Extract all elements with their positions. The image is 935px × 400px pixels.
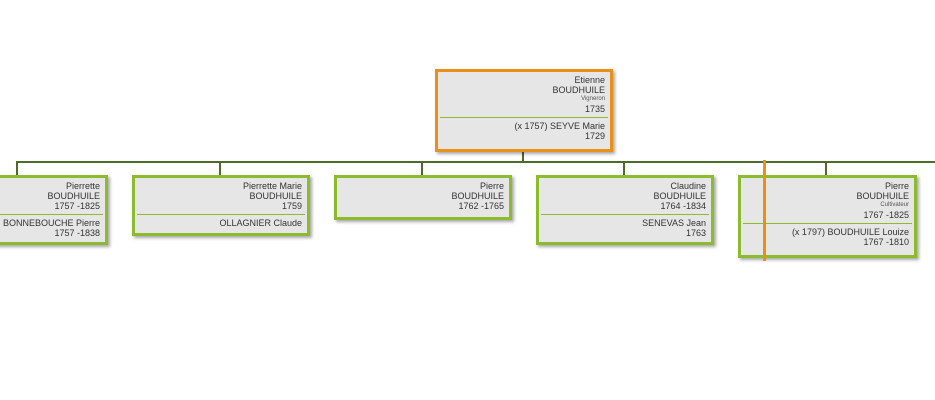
spouse-name: BONNEBOUCHE Pierre <box>2 218 100 228</box>
life-dates: 1757 -1825 <box>54 201 100 211</box>
first-name: Pierrette Marie <box>242 181 302 191</box>
life-dates: 1759 <box>281 201 302 211</box>
first-name: Pierre <box>884 181 909 191</box>
spouse-dates: 1767 -1810 <box>863 237 909 247</box>
spouse-dates: 1763 <box>685 228 706 238</box>
spouse-dates: 1757 -1838 <box>54 228 100 238</box>
person-card-child[interactable]: Pierrette Marie BOUDHUILE 1759 OLLAGNIER… <box>132 175 310 236</box>
last-name: BOUDHUILE <box>552 85 605 95</box>
last-name: BOUDHUILE <box>249 191 302 201</box>
life-dates: 1762 -1765 <box>458 201 504 211</box>
person-card-child[interactable]: Pierre BOUDHUILE 1762 -1765 <box>334 175 512 220</box>
occupation: Vigneron <box>581 96 605 102</box>
last-name: BOUDHUILE <box>451 191 504 201</box>
spouse-name: OLLAGNIER Claude <box>219 218 302 228</box>
life-dates: 1735 <box>584 104 605 114</box>
spouse-dates: 1729 <box>584 131 605 141</box>
card-divider <box>440 117 608 118</box>
last-name: BOUDHUILE <box>653 191 706 201</box>
first-name: Claudine <box>670 181 706 191</box>
person-card-child[interactable]: Pierrette BOUDHUILE 1757 -1825 BONNEBOUC… <box>0 175 108 245</box>
spouse-name: (x 1797) BOUDHUILE Louize <box>791 227 909 237</box>
life-dates: 1767 -1825 <box>863 210 909 220</box>
siblings-connector-bar <box>16 161 935 163</box>
first-name: Pierrette <box>65 181 100 191</box>
person-card-root[interactable]: Etienne BOUDHUILE Vigneron 1735 (x 1757)… <box>435 69 613 152</box>
last-name: BOUDHUILE <box>856 191 909 201</box>
child-connector-1 <box>16 161 18 175</box>
spouse-name: SENEVAS Jean <box>642 218 706 228</box>
card-divider <box>0 214 103 215</box>
card-divider <box>743 223 912 224</box>
person-card-child[interactable]: Pierre BOUDHUILE Cultivateur 1767 -1825 … <box>738 175 917 258</box>
child-connector-4 <box>623 161 625 175</box>
child-connector-3 <box>421 161 423 175</box>
first-name: Etienne <box>574 75 605 85</box>
occupation: Cultivateur <box>880 202 909 208</box>
last-name: BOUDHUILE <box>47 191 100 201</box>
first-name: Pierre <box>479 181 504 191</box>
card-divider <box>541 214 709 215</box>
child-connector-2 <box>219 161 221 175</box>
selection-marker <box>763 160 766 261</box>
child-connector-5 <box>825 161 827 175</box>
life-dates: 1764 -1834 <box>660 201 706 211</box>
root-connector-stem <box>522 151 524 162</box>
card-divider <box>137 214 305 215</box>
person-card-child[interactable]: Claudine BOUDHUILE 1764 -1834 SENEVAS Je… <box>536 175 714 245</box>
spouse-name: (x 1757) SEYVE Marie <box>514 121 605 131</box>
